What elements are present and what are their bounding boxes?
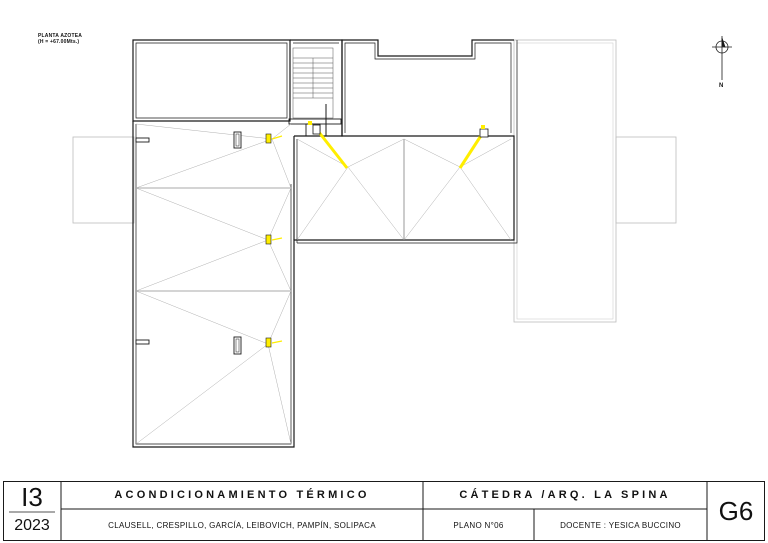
- duct-line: [316, 130, 349, 169]
- hvac-units: [265, 121, 489, 348]
- hvac-unit: [312, 124, 321, 135]
- building-walls: [132, 39, 518, 448]
- left-wing-outline: [72, 136, 135, 224]
- sheet-number: PLANO N°06: [453, 520, 504, 530]
- hvac-unit: [265, 133, 272, 144]
- course-code: I3: [21, 482, 43, 512]
- hvac-unit: [265, 234, 272, 245]
- group-code: G6: [718, 496, 754, 526]
- north-label: N: [719, 83, 724, 89]
- course-year: 2023: [14, 517, 50, 534]
- title-block-grid: [3, 481, 765, 541]
- hvac-marker: [308, 121, 312, 125]
- plan-title-level: (H = +67.00Mts.): [38, 39, 80, 45]
- hvac-unit: [265, 337, 272, 348]
- teacher: DOCENTE : YESICA BUCCINO: [560, 520, 681, 530]
- right-block-inner-outline: [516, 42, 614, 320]
- right-wing-outline: [615, 136, 677, 224]
- title-block: I3 2023 ACONDICIONAMIENTO TÉRMICO CÁTEDR…: [3, 481, 765, 541]
- right-block-outline: [513, 39, 617, 323]
- plan-title-name: PLANTA AZOTEA: [38, 33, 83, 39]
- roof-parapet: [288, 118, 342, 125]
- chair-title: CÁTEDRA /ARQ. LA SPINA: [459, 489, 671, 501]
- hvac-marker: [481, 125, 485, 129]
- hvac-unit: [479, 128, 489, 138]
- plan-title: PLANTA AZOTEA (H = +67.00Mts.): [38, 33, 82, 45]
- roof-slope-lines: [135, 123, 512, 445]
- roof-plan-drawing: [72, 36, 732, 448]
- north-arrow-icon: [712, 36, 732, 80]
- subject-title: ACONDICIONAMIENTO TÉRMICO: [114, 489, 370, 501]
- authors: CLAUSELL, CRESPILLO, GARCÍA, LEIBOVICH, …: [108, 520, 376, 530]
- roof-partitions: [136, 139, 405, 292]
- roof-openings: [135, 131, 242, 355]
- stair-core: [292, 47, 334, 119]
